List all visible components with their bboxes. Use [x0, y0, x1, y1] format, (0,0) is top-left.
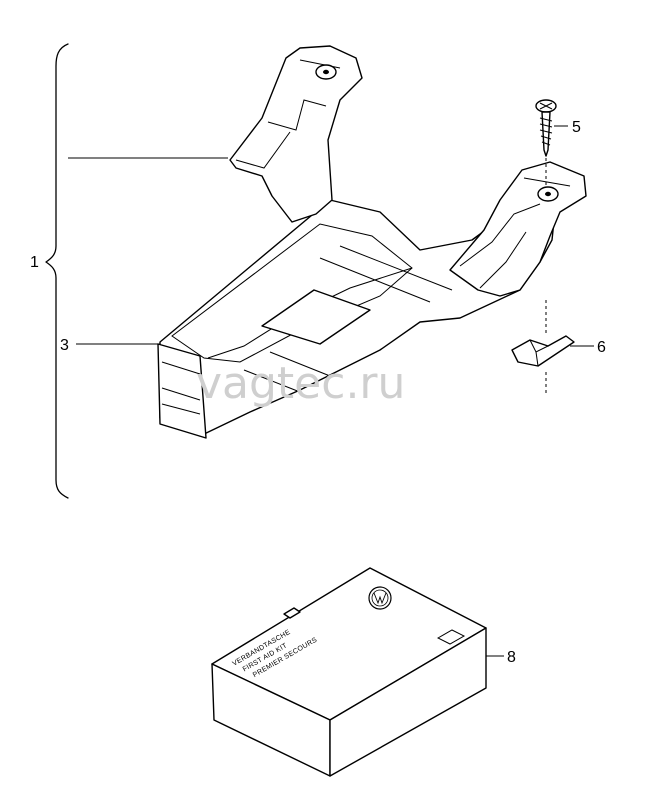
watermark-text: vagtec.ru [196, 358, 405, 409]
first-aid-kit-box [211, 567, 487, 777]
clip-part [511, 300, 575, 396]
holder-bracket [157, 45, 587, 439]
group-bracket-1 [45, 43, 69, 499]
callout-8: 8 [507, 649, 516, 666]
screw-part [535, 99, 557, 186]
vw-logo-icon [368, 586, 392, 610]
callout-1: 1 [30, 254, 39, 271]
callout-3: 3 [60, 337, 69, 354]
callout-6: 6 [597, 339, 606, 356]
callout-5: 5 [572, 119, 581, 136]
